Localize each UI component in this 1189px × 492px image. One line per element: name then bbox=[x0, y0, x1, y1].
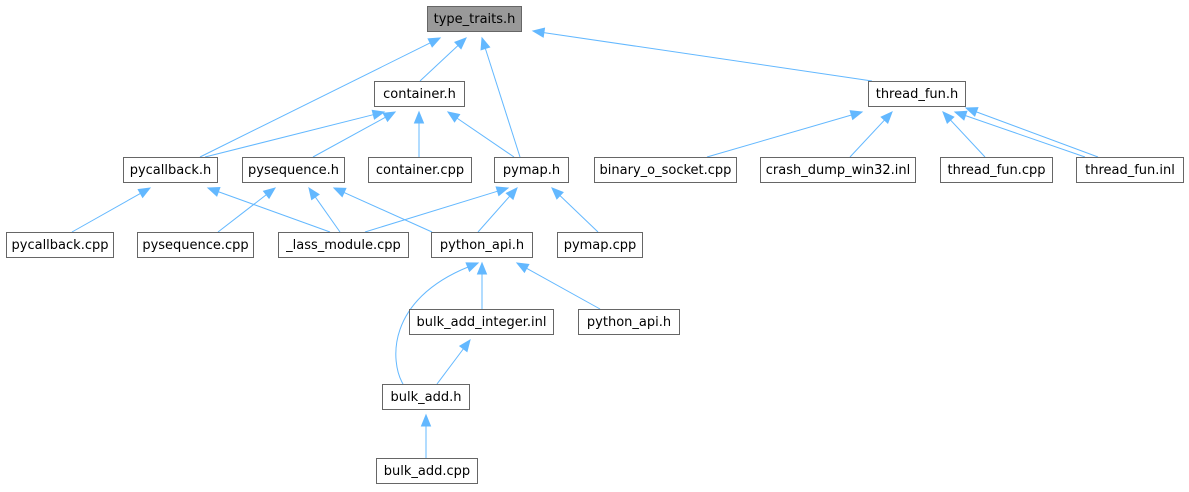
arrowhead bbox=[942, 111, 955, 124]
edge-thread-fun-inl-to-thread-fun-h bbox=[964, 107, 1099, 158]
arrowhead bbox=[371, 109, 386, 120]
node-pysequence-h[interactable]: pysequence.h bbox=[242, 157, 345, 183]
edge-container-h-to-type-traits-h bbox=[419, 37, 467, 82]
edge-pymap-h-to-container-h bbox=[446, 111, 515, 158]
edge-python-api-h2-to-python-api-h bbox=[515, 262, 601, 310]
edge-pysequence-h-to-container-h bbox=[312, 111, 397, 158]
arrowhead bbox=[476, 261, 488, 275]
edge-lass-module-cpp-to-pymap-h bbox=[364, 186, 510, 233]
node-bulk-add-cpp[interactable]: bulk_add.cpp bbox=[376, 458, 478, 484]
edge-bulk-add-h-to-bulk-add-integer-inl bbox=[436, 338, 471, 385]
edge-pymap-cpp-to-pymap-h bbox=[551, 187, 599, 233]
node-type-traits-h: type_traits.h bbox=[427, 6, 522, 32]
edge-thread-fun-inl-to-thread-fun-h bbox=[953, 110, 1086, 158]
arrowhead bbox=[420, 413, 432, 427]
edge-thread-fun-h-to-type-traits-h bbox=[531, 27, 873, 82]
arrowhead bbox=[531, 27, 546, 38]
edge-lass-module-cpp-to-pycallback-h bbox=[206, 186, 331, 233]
arrowhead bbox=[308, 186, 320, 201]
edge-container-cpp-to-container-h bbox=[413, 110, 425, 157]
node-bulk-add-h[interactable]: bulk_add.h bbox=[382, 384, 470, 410]
arrowhead bbox=[454, 37, 467, 50]
edge-pymap-h-to-type-traits-h bbox=[480, 36, 521, 158]
edge-pycallback-h-to-type-traits-h bbox=[199, 37, 442, 158]
arrowhead bbox=[880, 111, 893, 124]
arrowhead bbox=[262, 187, 277, 200]
arrowhead bbox=[480, 36, 491, 51]
arrowhead bbox=[953, 110, 968, 121]
node-python-api-h2[interactable]: python_api.h bbox=[578, 309, 680, 335]
arrowhead bbox=[137, 187, 152, 199]
arrowhead bbox=[495, 186, 510, 197]
edge-bulk-add-cpp-to-bulk-add-h bbox=[420, 413, 432, 458]
arrowhead bbox=[515, 262, 530, 274]
node-bulk-add-integer-inl[interactable]: bulk_add_integer.inl bbox=[409, 309, 554, 335]
edge-python-api-h-to-pymap-h bbox=[477, 187, 518, 233]
edge-pycallback-h-to-container-h bbox=[204, 109, 386, 158]
arrowhead bbox=[332, 187, 347, 198]
arrowhead bbox=[427, 37, 442, 48]
arrowhead bbox=[849, 110, 864, 121]
node-thread-fun-inl[interactable]: thread_fun.inl bbox=[1076, 157, 1184, 183]
arrowhead bbox=[505, 187, 518, 201]
edge-pycallback-cpp-to-pycallback-h bbox=[71, 187, 152, 233]
node-container-cpp[interactable]: container.cpp bbox=[368, 157, 472, 183]
node-pymap-h[interactable]: pymap.h bbox=[494, 157, 569, 183]
node-pycallback-h[interactable]: pycallback.h bbox=[123, 157, 218, 183]
node-pymap-cpp[interactable]: pymap.cpp bbox=[557, 232, 643, 258]
arrowhead bbox=[465, 262, 480, 273]
node-lass-module-cpp[interactable]: _lass_module.cpp bbox=[278, 232, 409, 258]
arrowhead bbox=[382, 111, 397, 123]
arrowhead bbox=[964, 107, 979, 117]
edge-bulk-add-integer-inl-to-python-api-h bbox=[476, 261, 488, 309]
node-pycallback-cpp[interactable]: pycallback.cpp bbox=[6, 232, 114, 258]
node-crash-dump-win32-inl[interactable]: crash_dump_win32.inl bbox=[760, 157, 916, 183]
arrowhead bbox=[458, 338, 471, 353]
edge-bulk-add-h-to-python-api-h bbox=[395, 262, 480, 385]
edge-thread-fun-cpp-to-thread-fun-h bbox=[942, 111, 986, 158]
edge-binary-o-socket-cpp-to-thread-fun-h bbox=[706, 110, 864, 158]
node-pysequence-cpp[interactable]: pysequence.cpp bbox=[137, 232, 254, 258]
arrowhead bbox=[551, 187, 564, 200]
edge-python-api-h-to-pysequence-h bbox=[332, 187, 433, 233]
edge-crash-dump-win32-inl-to-thread-fun-h bbox=[849, 111, 893, 158]
arrowhead bbox=[206, 186, 221, 197]
node-binary-o-socket-cpp[interactable]: binary_o_socket.cpp bbox=[594, 157, 737, 183]
edge-lass-module-cpp-to-pysequence-h bbox=[308, 186, 341, 233]
arrowhead bbox=[446, 111, 461, 123]
node-container-h[interactable]: container.h bbox=[374, 81, 465, 107]
node-python-api-h[interactable]: python_api.h bbox=[431, 232, 533, 258]
arrowhead bbox=[413, 110, 425, 124]
node-thread-fun-cpp[interactable]: thread_fun.cpp bbox=[940, 157, 1053, 183]
edge-pysequence-cpp-to-pysequence-h bbox=[217, 187, 277, 233]
node-thread-fun-h[interactable]: thread_fun.h bbox=[868, 81, 966, 107]
